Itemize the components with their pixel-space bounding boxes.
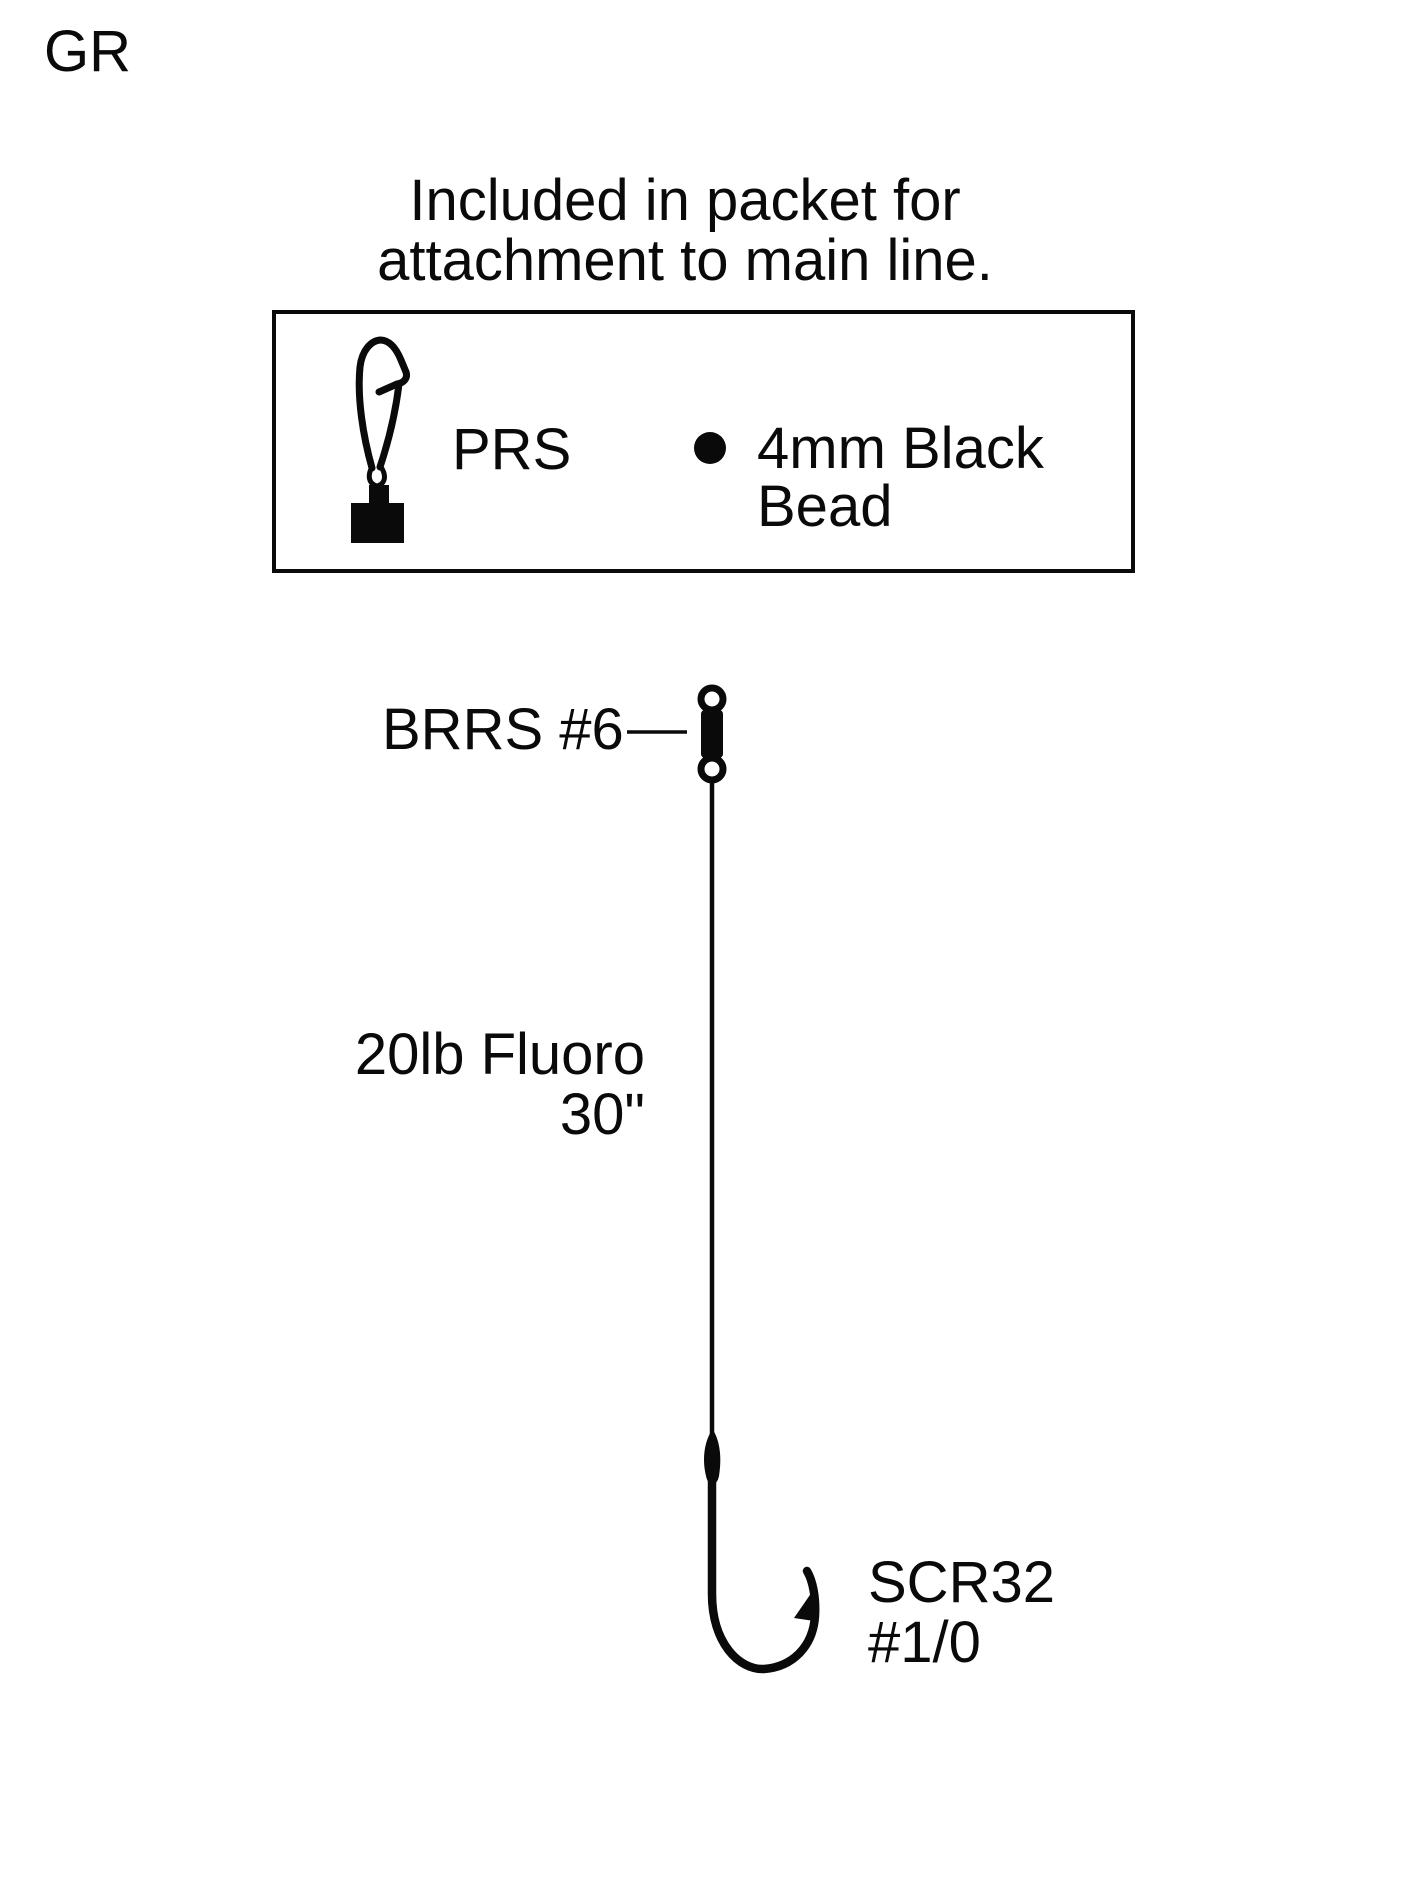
- bead-label-line2: Bead: [757, 474, 893, 539]
- hook-barb: [794, 1592, 814, 1621]
- packet-note-line1: Included in packet for: [409, 168, 961, 233]
- bead-icon: [694, 432, 726, 464]
- leader-label: 20lb Fluoro 30": [355, 1025, 645, 1145]
- prs-clip-icon: [351, 336, 410, 543]
- hook-label-line2: #1/0: [868, 1610, 981, 1675]
- bead-label-line1: 4mm Black: [757, 416, 1044, 481]
- hook-label-line1: SCR32: [868, 1550, 1055, 1615]
- packet-box: [272, 310, 1135, 573]
- hook-shank-bend: [707, 1463, 820, 1674]
- page-code: GR: [44, 19, 131, 84]
- hook-icon: [704, 1430, 820, 1674]
- prs-label: PRS: [452, 417, 572, 482]
- swivel-label: BRRS #6: [382, 697, 624, 762]
- packet-note-line2: attachment to main line.: [377, 228, 993, 293]
- bead-label: 4mm Black Bead: [757, 420, 1044, 536]
- packet-note: Included in packet for attachment to mai…: [285, 171, 1085, 291]
- hook-label: SCR32 #1/0: [868, 1553, 1055, 1673]
- barrel-swivel-icon: [697, 684, 727, 784]
- leader-label-line1: 20lb Fluoro: [354, 1022, 645, 1087]
- leader-label-line2: 30": [559, 1082, 645, 1147]
